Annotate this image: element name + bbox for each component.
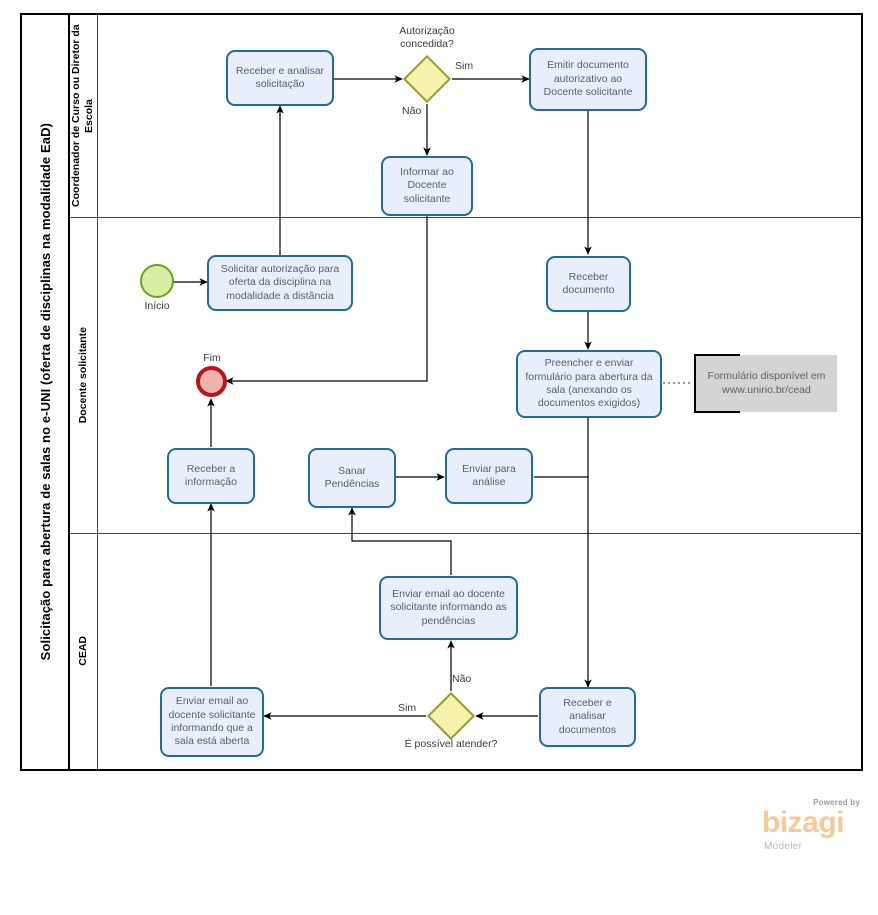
task-emitir-documento[interactable]: Emitir documento autorizativo ao Docente… [529,48,647,111]
lane-divider-1 [70,217,861,218]
task-label: Informar ao Docente solicitante [400,165,454,205]
end-event-fim[interactable] [196,366,227,397]
pool-title: Solicitação para abertura de salas no e-… [22,15,70,769]
edge-label-autorizacao-sim: Sim [455,60,474,72]
edge-label-atender-sim: Sim [398,702,417,714]
task-enviar-email-pendencias[interactable]: Enviar email ao docente solicitante info… [379,576,518,640]
task-label: Enviar para análise [462,462,516,488]
task-enviar-email-sala-aberta[interactable]: Enviar email ao docente solicitante info… [160,687,264,757]
annotation-bracket-bottom [694,411,740,413]
task-receber-informacao[interactable]: Receber a informação [167,448,255,504]
edge-label-atender-nao: Não [452,673,472,685]
edge-label-autorizacao-nao: Não [402,105,422,117]
task-label: Receber e analisar documentos [558,696,617,736]
lane-label-cead: CEAD [76,636,89,666]
task-receber-analisar-documentos[interactable]: Receber e analisar documentos [539,687,636,747]
gateway-label-autorizacao: Autorização concedida? [399,25,455,51]
task-label: Emitir documento autorizativo ao Docente… [543,59,633,99]
task-label: Enviar email ao docente solicitante info… [168,695,256,748]
bizagi-wordmark: bizagi [762,806,845,839]
start-event-inicio[interactable] [140,264,174,298]
task-receber-analisar-solicitacao[interactable]: Receber e analisar solicitação [226,50,334,106]
lane-docente: Docente solicitante [70,217,861,533]
powered-by-label: Powered by [813,798,860,807]
lane-header-coordenador: Coordenador de Curso ou Diretor da Escol… [70,15,98,217]
annotation-label: Formulário disponível em www.unirio.br/c… [707,369,826,396]
end-event-label: Fim [203,352,221,364]
lane-divider-2 [70,533,861,534]
pool-title-label: Solicitação para abertura de salas no e-… [37,123,53,661]
bizagi-modeler-label: Modeler [764,841,803,852]
task-label: Solicitar autorização para oferta da dis… [220,262,340,302]
task-label: Sanar Pendências [324,464,380,490]
annotation-bracket-top [694,354,740,356]
task-label: Receber a informação [185,462,237,488]
task-solicitar-autorizacao[interactable]: Solicitar autorização para oferta da dis… [207,255,353,311]
task-label: Preencher e enviar formulário para abert… [525,357,653,410]
task-enviar-para-analise[interactable]: Enviar para análise [445,448,533,504]
bizagi-logo: Powered by bizagi Modeler [762,798,862,860]
lane-label-coordenador: Coordenador de Curso ou Diretor da Escol… [70,24,96,208]
task-label: Enviar email ao docente solicitante info… [390,587,507,627]
start-event-label: Início [144,300,170,312]
task-sanar-pendencias[interactable]: Sanar Pendências [308,448,396,508]
lane-coordenador: Coordenador de Curso ou Diretor da Escol… [70,15,861,217]
task-label: Receber documento [562,270,615,296]
task-preencher-enviar-formulario[interactable]: Preencher e enviar formulário para abert… [516,350,662,418]
gateway-label-atender: É possível atender? [404,738,498,750]
lane-cead: CEAD [70,533,861,769]
text-annotation-formulario: Formulário disponível em www.unirio.br/c… [694,354,837,413]
task-receber-documento[interactable]: Receber documento [546,256,631,312]
task-label: Receber e analisar solicitação [235,64,325,90]
task-informar-docente[interactable]: Informar ao Docente solicitante [381,156,473,216]
lane-header-docente: Docente solicitante [70,217,98,533]
lane-header-cead: CEAD [70,533,98,769]
lane-label-docente: Docente solicitante [76,326,89,424]
